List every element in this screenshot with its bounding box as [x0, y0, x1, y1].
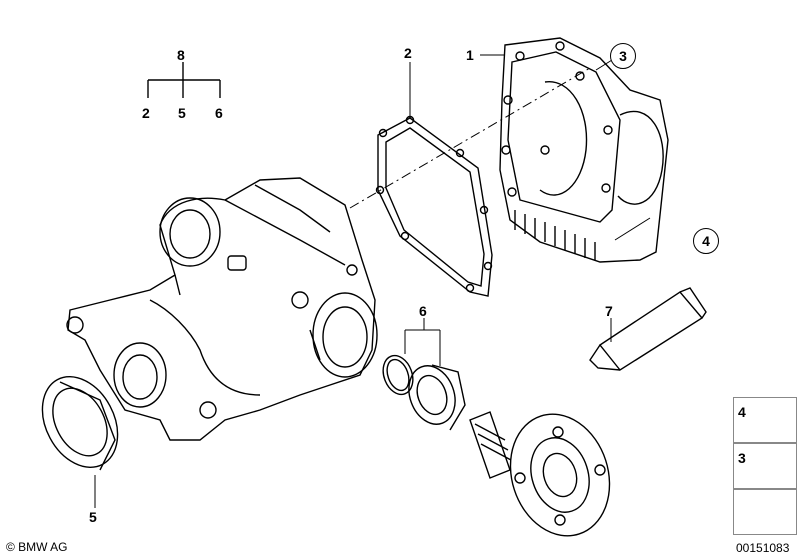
callout-3-circle: 3 [610, 43, 636, 69]
differential-cover [499, 37, 669, 263]
legend-box-bolt [733, 443, 797, 489]
gasket [375, 115, 493, 297]
callout-6-seal: 6 [419, 303, 427, 319]
copyright-text: © BMW AG [6, 540, 68, 554]
legend-number-3: 3 [738, 450, 746, 466]
tree-lines [147, 62, 221, 98]
legend-box-screw-plug [733, 397, 797, 443]
legend-box-arrow [733, 489, 797, 535]
callout-6-tree: 6 [215, 105, 223, 121]
legend-number-4: 4 [738, 404, 746, 420]
callout-5-tree: 5 [178, 105, 186, 121]
callout-7-tube: 7 [605, 303, 613, 319]
callout-4-circle: 4 [693, 228, 719, 254]
sealant-tube [589, 287, 707, 371]
callout-2-gasket: 2 [404, 45, 412, 61]
o-ring-and-seal [382, 354, 466, 431]
callout-1-cover: 1 [466, 47, 474, 63]
output-flange [469, 411, 611, 537]
callout-8-root: 8 [177, 47, 185, 63]
callout-5-shaft-seal: 5 [89, 509, 97, 525]
radial-shaft-seal [41, 376, 119, 471]
callout-2-tree: 2 [142, 105, 150, 121]
part-number-text: 00151083 [736, 541, 790, 555]
differential-housing [66, 177, 378, 441]
